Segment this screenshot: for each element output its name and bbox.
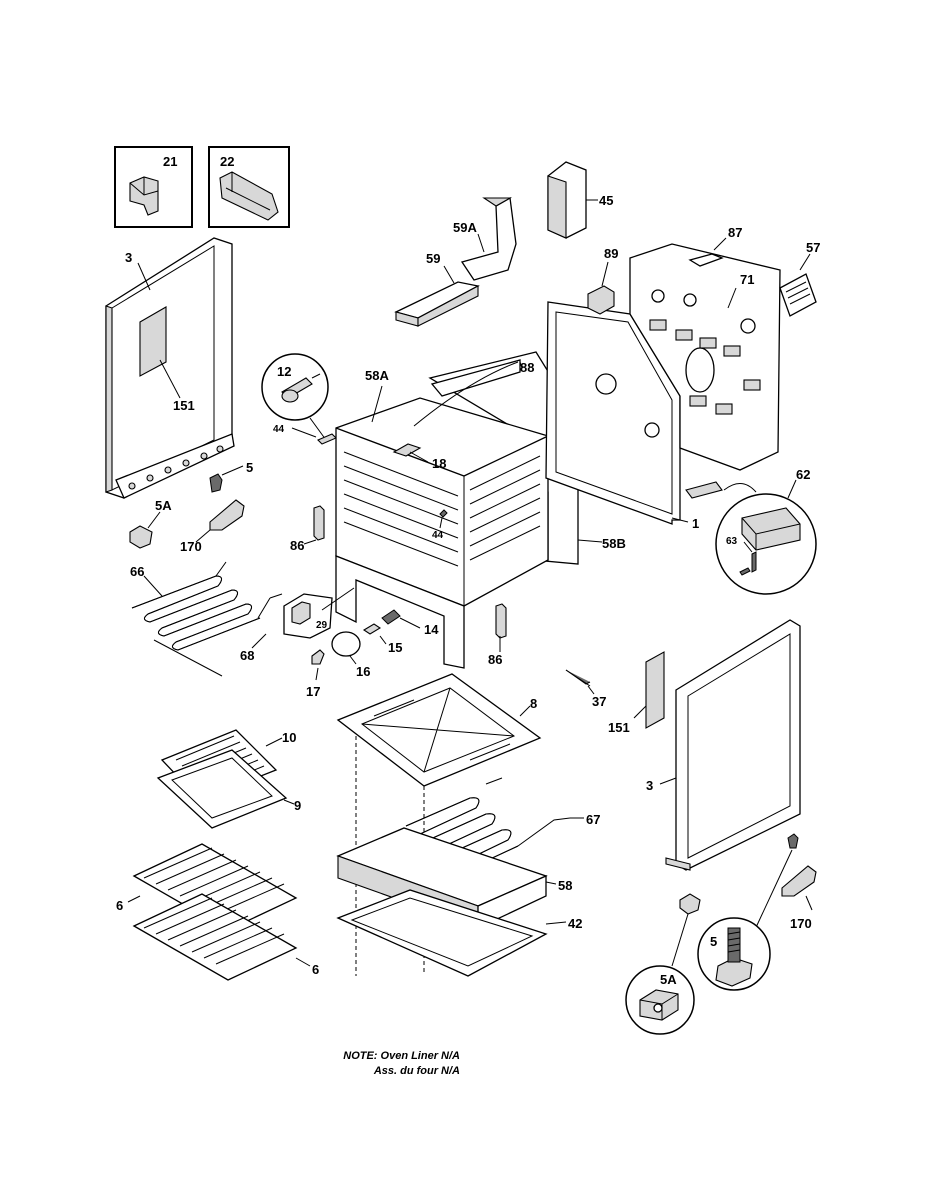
- label-37: 37: [592, 694, 606, 709]
- right-side-panel: 151 3: [608, 619, 801, 871]
- vent-duct-parts: 59 59A 45: [394, 161, 613, 327]
- label-58: 58: [558, 878, 572, 893]
- bottom-assembly: 8 67 58 42: [336, 673, 600, 977]
- label-151-right: 151: [608, 720, 630, 735]
- label-87: 87: [728, 225, 742, 240]
- label-67: 67: [586, 812, 600, 827]
- rear-panels: 1 71 89 87 57: [545, 225, 820, 531]
- label-59a: 59A: [453, 220, 477, 235]
- label-63: 63: [726, 536, 738, 547]
- label-5-left: 5: [246, 460, 253, 475]
- label-9: 9: [294, 798, 301, 813]
- label-57: 57: [806, 240, 820, 255]
- right-leg-parts: 170 5 5A: [625, 833, 817, 1035]
- label-5-circle: 5: [710, 934, 717, 949]
- label-22: 22: [220, 154, 234, 169]
- label-58a: 58A: [365, 368, 389, 383]
- callout-circle-62: 62 63: [685, 467, 817, 595]
- label-45: 45: [599, 193, 613, 208]
- label-3-right: 3: [646, 778, 653, 793]
- label-86-right: 86: [488, 652, 502, 667]
- note-line-2: Ass. du four N/A: [373, 1065, 460, 1077]
- label-89: 89: [604, 246, 618, 261]
- callout-circle-12: 12 44: [261, 353, 337, 445]
- label-58b: 58B: [602, 536, 626, 551]
- label-8: 8: [530, 696, 537, 711]
- label-44-mid: 44: [432, 530, 444, 541]
- label-5a-circle: 5A: [660, 972, 677, 987]
- label-86-left: 86: [290, 538, 304, 553]
- broil-element-parts: 66 68: [130, 561, 283, 677]
- left-side-panel: 3 151: [105, 237, 235, 499]
- label-14: 14: [424, 622, 439, 637]
- label-170-right: 170: [790, 916, 812, 931]
- left-leg-parts: 5 5A 170: [129, 460, 253, 554]
- label-71: 71: [740, 272, 754, 287]
- label-151-left: 151: [173, 398, 195, 413]
- oven-cavity-assembly: 18 58A 58B 44 88: [335, 351, 626, 669]
- label-16: 16: [356, 664, 370, 679]
- label-10: 10: [282, 730, 296, 745]
- label-17: 17: [306, 684, 320, 699]
- label-88: 88: [520, 360, 534, 375]
- label-12: 12: [277, 364, 291, 379]
- small-components: 29 14 15 16 17 37: [283, 587, 606, 709]
- label-62: 62: [796, 467, 810, 482]
- label-170-left: 170: [180, 539, 202, 554]
- label-15: 15: [388, 640, 402, 655]
- hinge-parts: 86 86: [290, 505, 507, 667]
- label-3-left: 3: [125, 250, 132, 265]
- label-44-top: 44: [273, 424, 285, 435]
- inset-part-22: 22: [208, 146, 290, 228]
- label-1: 1: [692, 516, 699, 531]
- note-line-1: NOTE: Oven Liner N/A: [343, 1050, 460, 1062]
- label-5a-left: 5A: [155, 498, 172, 513]
- label-59: 59: [426, 251, 440, 266]
- label-6-bottom: 6: [312, 962, 319, 977]
- label-18: 18: [432, 456, 446, 471]
- label-42: 42: [568, 916, 582, 931]
- label-21: 21: [163, 154, 177, 169]
- inset-part-21: 21: [114, 146, 193, 228]
- broiler-pan-and-racks: 10 9 6 6: [116, 729, 319, 981]
- label-66: 66: [130, 564, 144, 579]
- oven-liner-note: NOTE: Oven Liner N/A Ass. du four N/A: [290, 1049, 460, 1079]
- label-68: 68: [240, 648, 254, 663]
- label-6-top: 6: [116, 898, 123, 913]
- label-29: 29: [316, 620, 328, 631]
